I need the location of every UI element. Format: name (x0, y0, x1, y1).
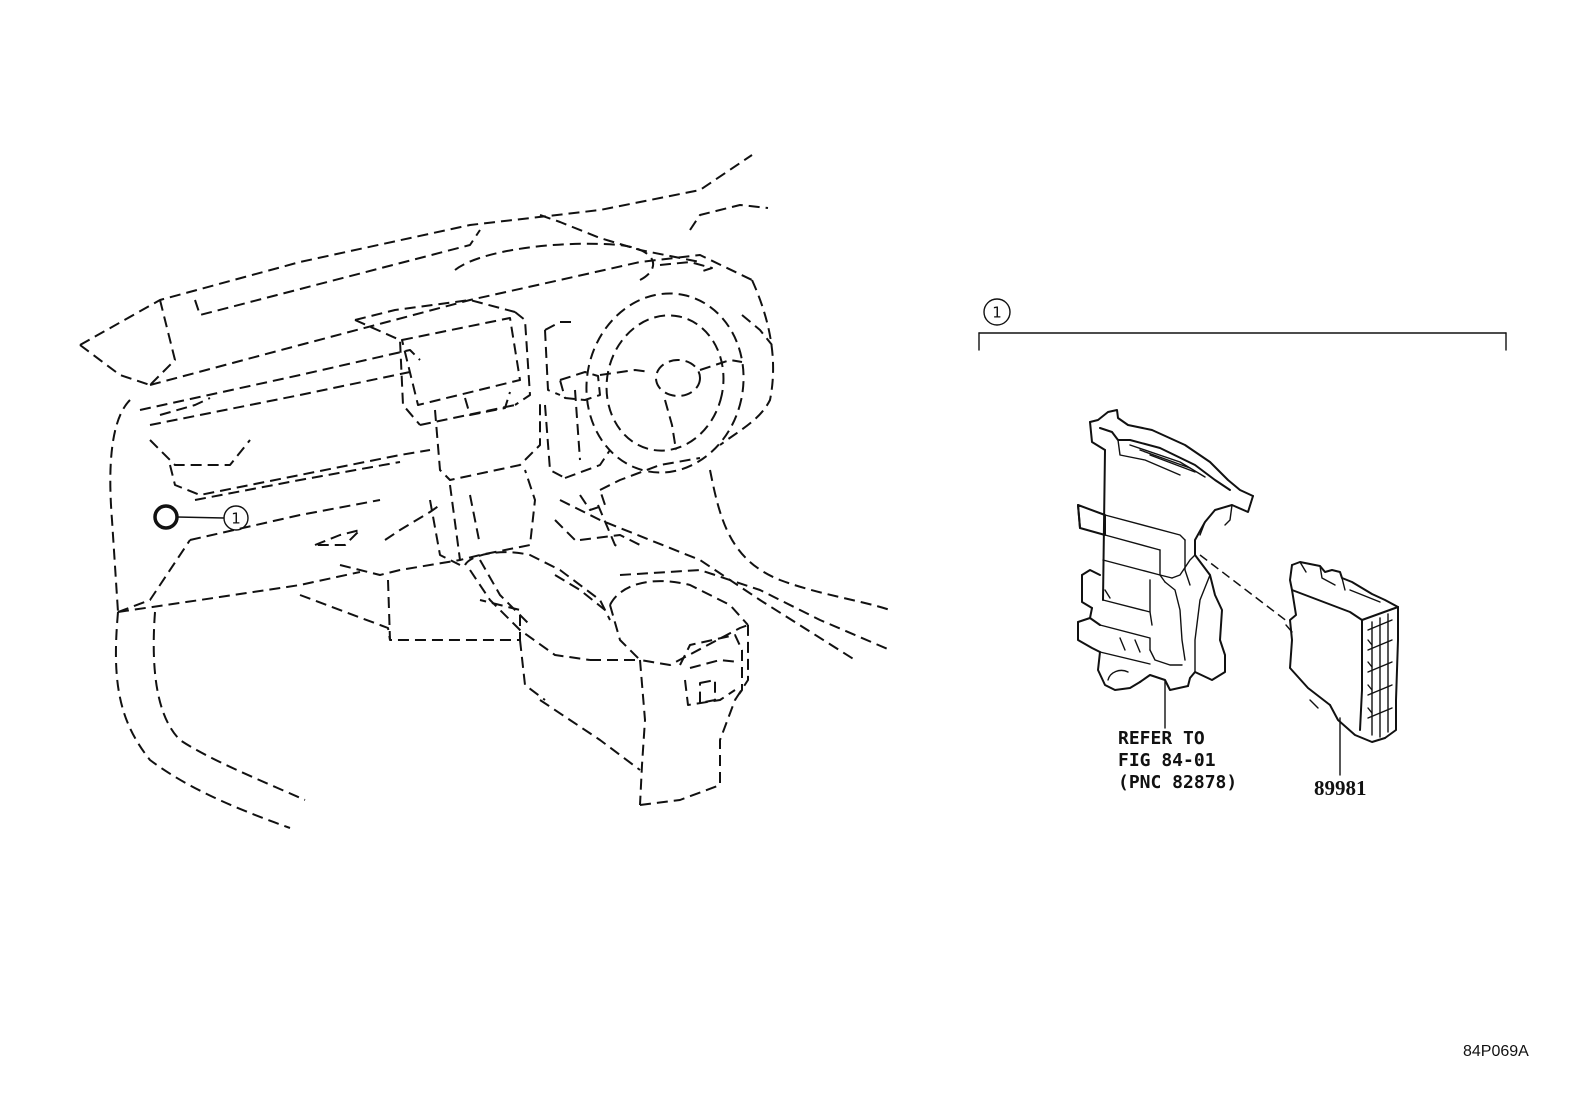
steering-wheel-phantom (559, 292, 773, 474)
dashboard-phantom-outline (79, 154, 891, 829)
callout-circle-bracket (983, 298, 1011, 326)
junction-block-bracket-illustration (1077, 409, 1254, 729)
callout-circle-location (223, 505, 249, 531)
callout-number-bracket: 1 (992, 304, 1002, 322)
reference-note-line2: FIG 84-01 (1118, 750, 1216, 771)
reference-note: REFER TO FIG 84-01 (PNC 82878) (1118, 728, 1237, 793)
callout-number-location: 1 (231, 510, 241, 528)
reference-note-line3: (PNC 82878) (1118, 772, 1237, 793)
ecu-module-illustration (1285, 561, 1399, 776)
assembly-bracket: 1 (978, 298, 1507, 351)
ecu-location-marker: 1 (153, 504, 249, 531)
reference-note-line1: REFER TO (1118, 728, 1205, 749)
assembly-direction-line (1199, 554, 1289, 623)
figure-code: 84P069A (1463, 1043, 1529, 1060)
part-number-label: 89981 (1314, 776, 1367, 800)
